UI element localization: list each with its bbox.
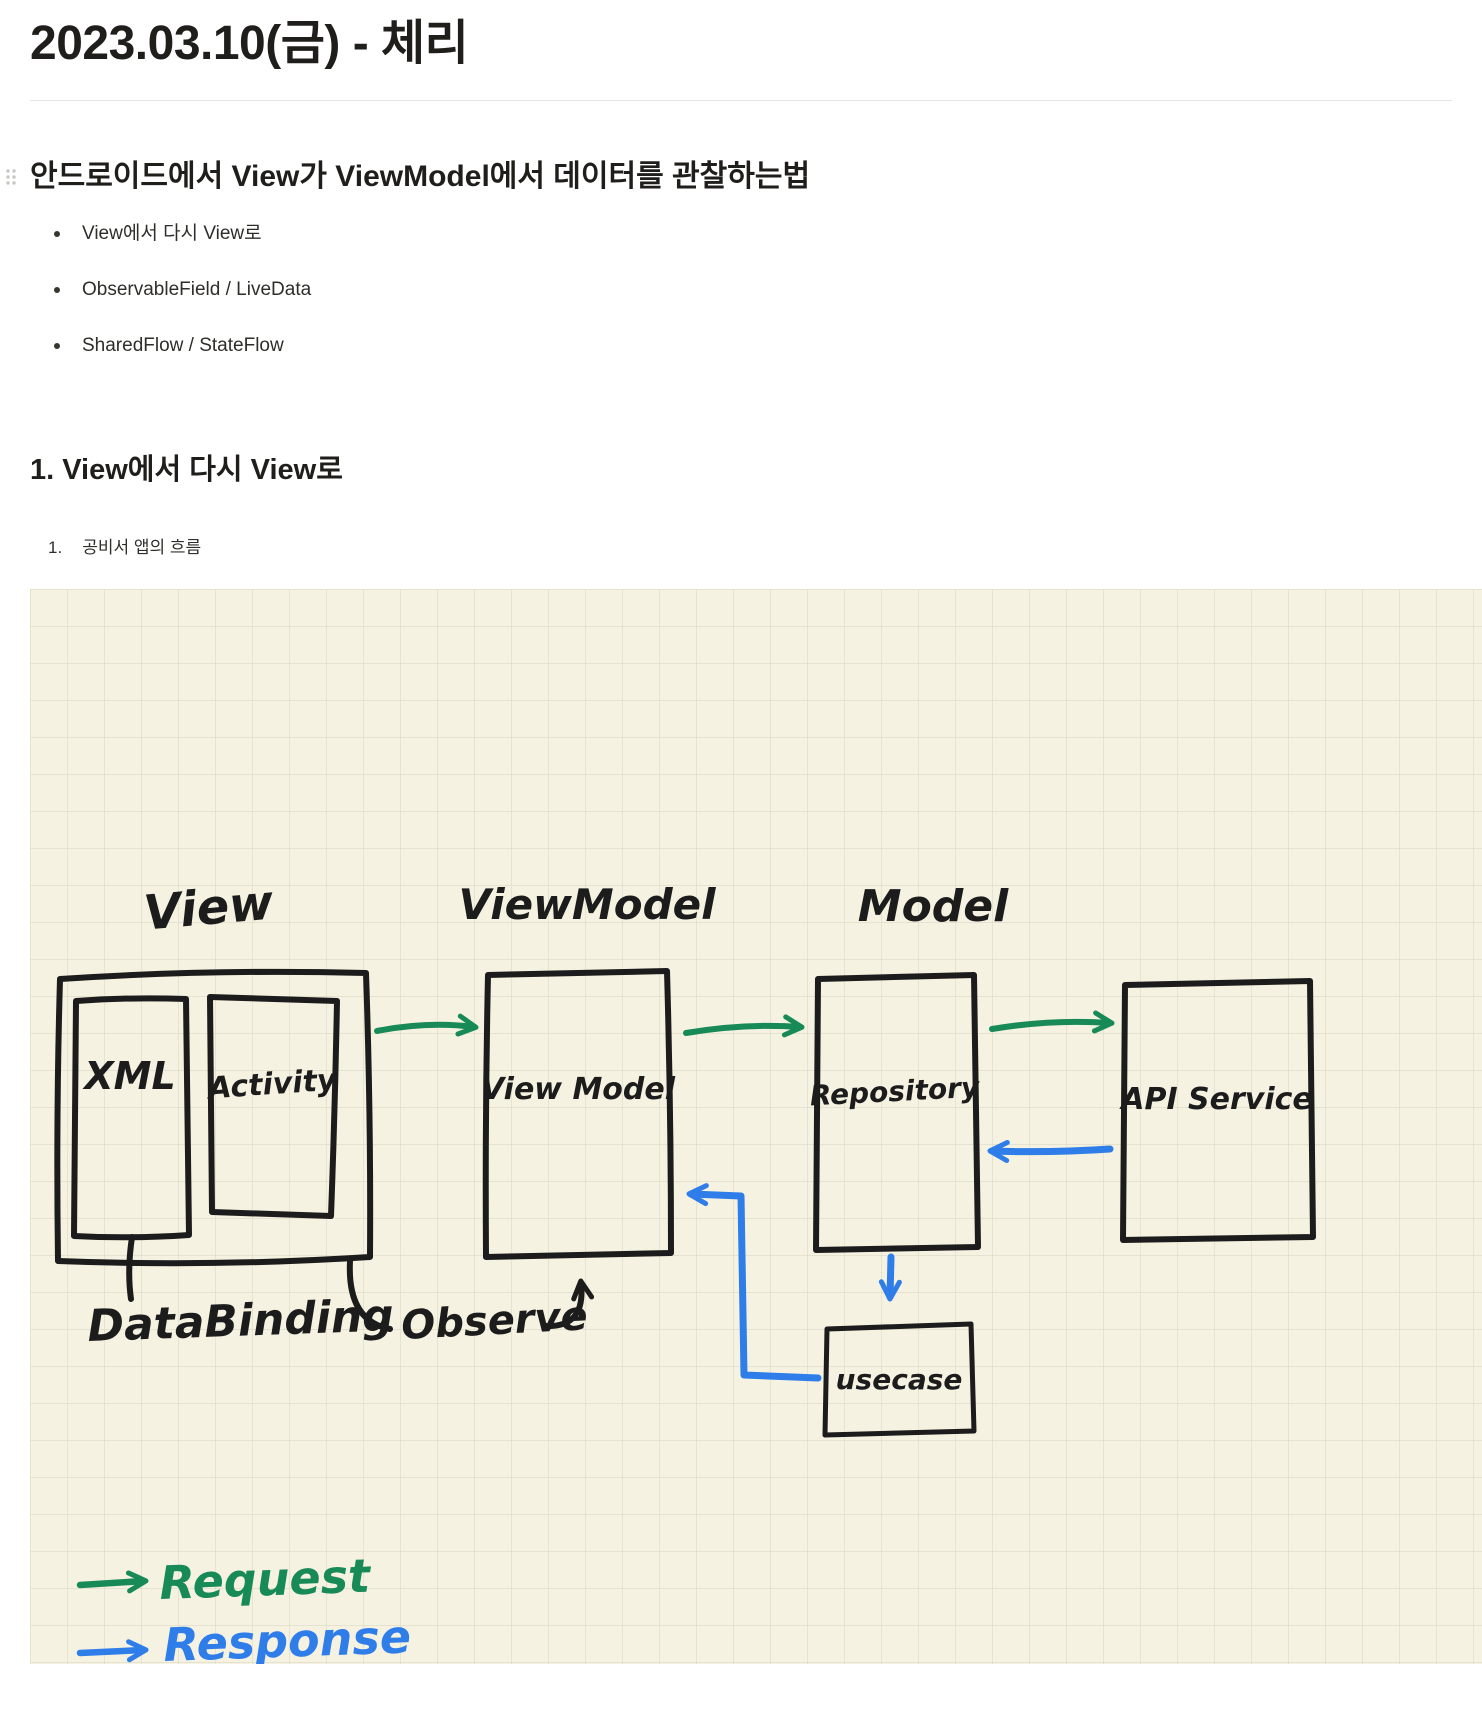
- xml-box: [71, 995, 192, 1241]
- view-box: [54, 968, 374, 1267]
- bullet-icon: [54, 231, 60, 237]
- list-item: SharedFlow / StateFlow: [54, 333, 1482, 359]
- request-arrow-view-to-viewmodel: [374, 1013, 479, 1037]
- list-item: ObservableField / LiveData: [54, 277, 1482, 303]
- view-title: View: [142, 874, 277, 941]
- databinding-label: DataBinding: [87, 1290, 395, 1352]
- drag-dots: [6, 169, 16, 185]
- request-arrow-model-to-api: [989, 1010, 1115, 1034]
- legend-request-label: Request: [158, 1549, 372, 1610]
- list-item-text: SharedFlow / StateFlow: [82, 335, 284, 356]
- list-number: 1.: [48, 538, 63, 557]
- flow-diagram-image[interactable]: View ViewModel Model XML Activity View M…: [30, 589, 1482, 1664]
- section-heading: 안드로이드에서 View가 ViewModel에서 데이터를 관찰하는법: [30, 160, 811, 193]
- viewmodel-title: ViewModel: [458, 880, 716, 929]
- list-item-text: View에서 다시 View로: [82, 223, 262, 244]
- usecase-label: usecase: [836, 1363, 963, 1396]
- legend-response-label: Response: [162, 1609, 411, 1664]
- observe-arrow-to-viewmodel: [542, 1278, 595, 1330]
- viewmodel-inner-label: View Model: [481, 1072, 676, 1107]
- drag-handle-icon[interactable]: [4, 167, 18, 187]
- bullet-icon: [54, 343, 60, 349]
- list-item: View에서 다시 View로: [54, 221, 1482, 247]
- databinding-connector: [126, 1234, 135, 1302]
- response-arrow-repository-to-usecase: [878, 1253, 902, 1302]
- api-service-label: API Service: [1119, 1082, 1313, 1117]
- notion-page: 2023.03.10(금) - 체리 안드로이드에서 View가 ViewMod…: [0, 14, 1482, 1664]
- bullet-icon: [54, 287, 60, 293]
- divider: [30, 100, 1452, 101]
- usecase-box: [822, 1321, 977, 1438]
- bullet-list: View에서 다시 View로 ObservableField / LiveDa…: [54, 221, 1482, 359]
- model-title: Model: [858, 881, 1009, 932]
- legend-request-arrow: [76, 1570, 149, 1594]
- xml-label: XML: [82, 1054, 175, 1098]
- list-item-text: ObservableField / LiveData: [82, 279, 312, 300]
- response-arrow-usecase-to-viewmodel: [686, 1183, 822, 1382]
- activity-box: [207, 994, 340, 1219]
- subsection-heading: 1. View에서 다시 View로: [30, 454, 343, 486]
- observe-label: Observe: [400, 1293, 589, 1349]
- section-heading-row: 안드로이드에서 View가 ViewModel에서 데이터를 관찰하는법: [6, 157, 1452, 197]
- api-service-box: [1120, 978, 1316, 1243]
- list-item-text: 공비서 앱의 흐름: [82, 538, 202, 557]
- observe-connector: [346, 1258, 393, 1332]
- model-box: [813, 972, 981, 1253]
- grid-lines: [30, 589, 1482, 1664]
- legend-response-arrow: [76, 1639, 149, 1663]
- numbered-list-item: 1. 공비서 앱의 흐름: [48, 537, 1482, 559]
- mvvm-flow-diagram: View ViewModel Model XML Activity View M…: [30, 589, 1482, 1664]
- response-arrow-api-to-repository: [987, 1140, 1114, 1164]
- page-title: 2023.03.10(금) - 체리: [30, 17, 469, 70]
- viewmodel-box: [482, 968, 674, 1260]
- request-arrow-viewmodel-to-model: [683, 1014, 805, 1038]
